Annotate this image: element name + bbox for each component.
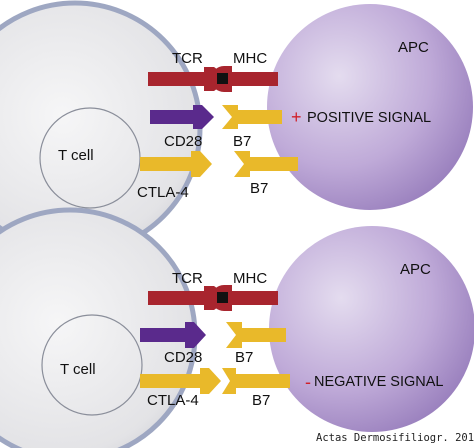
signal-text: POSITIVE SIGNAL: [307, 110, 431, 126]
b7-upper-label: B7: [235, 349, 253, 366]
signal-text: NEGATIVE SIGNAL: [314, 374, 443, 390]
tcr-label: TCR: [172, 270, 203, 287]
mhc-molecule: [211, 285, 278, 311]
cd28-label: CD28: [164, 349, 202, 366]
b7-ligand-upper: [226, 322, 286, 348]
b7-ligand-upper: [222, 105, 282, 129]
panel-negative: APC T cell TCR MHC CD28 B7: [0, 207, 474, 448]
cd28-receptor: [140, 322, 206, 348]
tcr-label: TCR: [172, 50, 203, 67]
panel-positive: APC T cell TCR MHC CD28 B7: [0, 0, 473, 256]
mhc-label: MHC: [233, 270, 267, 287]
b7-ligand-lower: [234, 151, 298, 177]
signal-sign: -: [305, 372, 311, 392]
apc-label: APC: [398, 39, 429, 56]
cd28-receptor: [150, 105, 214, 129]
ctla4-label: CTLA-4: [147, 392, 199, 409]
ctla4-receptor: [140, 151, 212, 177]
mhc-label: MHC: [233, 50, 267, 67]
t-cell-nucleus: [41, 314, 143, 416]
b7-lower-label: B7: [250, 180, 268, 197]
apc-label: APC: [400, 261, 431, 278]
signal-sign: +: [291, 107, 302, 127]
peptide: [217, 73, 228, 84]
citation: Actas Dermosifiliogr. 2019;110:353–9: [316, 432, 474, 444]
ctla4-receptor: [140, 368, 221, 394]
ctla4-label: CTLA-4: [137, 184, 189, 201]
mhc-molecule: [211, 66, 278, 92]
cd28-label: CD28: [164, 133, 202, 150]
apc-cell: [267, 4, 473, 210]
t-cell-label: T cell: [60, 361, 96, 378]
b7-upper-label: B7: [233, 133, 251, 150]
b7-lower-label: B7: [252, 392, 270, 409]
b7-ligand-lower: [222, 368, 290, 394]
apc-cell: [269, 226, 474, 432]
t-cell-label: T cell: [58, 147, 94, 164]
peptide: [217, 292, 228, 303]
